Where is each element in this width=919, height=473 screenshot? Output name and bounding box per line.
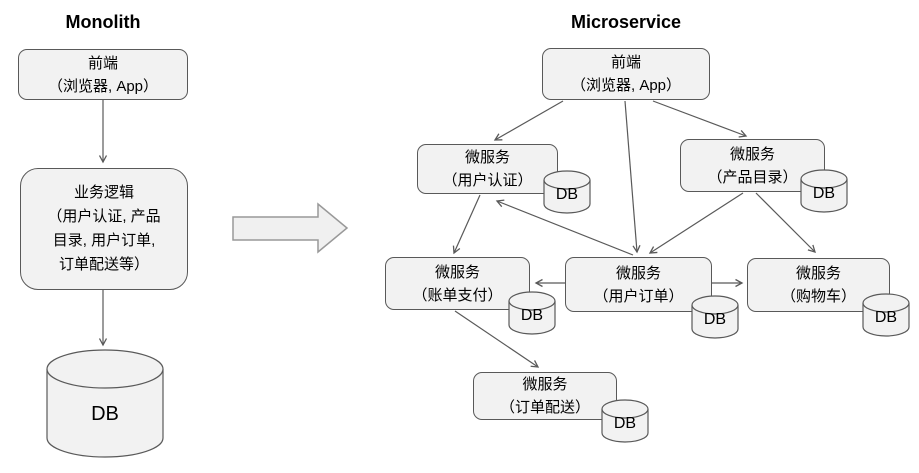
catalog-db-cylinder — [800, 169, 848, 213]
microservice-frontend-label: 前端 — [610, 54, 641, 71]
microservice-frontend-sublabel: （浏览器, App） — [570, 77, 682, 94]
arrow-billing-to-shipping — [454, 310, 540, 368]
service-cart-sublabel: （购物车） — [780, 288, 856, 305]
service-box-auth: 微服务 （用户认证） — [417, 144, 558, 194]
monolith-to-microservice-block-arrow — [232, 202, 349, 254]
orders-db-cylinder — [691, 295, 739, 339]
microservice-frontend-box: 前端 （浏览器, App） — [542, 48, 710, 100]
service-orders-sublabel: （用户订单） — [593, 287, 684, 305]
arrow-frontend-to-auth — [493, 100, 564, 141]
monolith-logic-detail-3: 订单配送等） — [58, 256, 149, 273]
service-catalog-sublabel: （产品目录） — [707, 168, 798, 186]
monolith-frontend-sublabel: （浏览器, App） — [47, 77, 159, 95]
arrow-auth-to-billing — [452, 194, 481, 255]
shipping-db-cylinder — [601, 399, 649, 443]
orders-db-label: DB — [703, 311, 727, 328]
monolith-logic-detail-2: 目录, 用户订单, — [52, 232, 156, 249]
service-auth-label: 微服务 — [464, 149, 510, 166]
service-shipping-sublabel: （订单配送） — [499, 399, 590, 416]
service-box-orders: 微服务 （用户订单） — [565, 257, 712, 312]
service-box-billing: 微服务 （账单支付） — [385, 257, 530, 310]
catalog-db-label: DB — [812, 185, 836, 202]
billing-db-label: DB — [520, 307, 544, 324]
monolith-db-label: DB — [91, 403, 119, 425]
monolith-title: Monolith — [65, 12, 141, 32]
billing-db-cylinder — [508, 291, 556, 335]
arrow-orders-to-auth — [495, 199, 634, 256]
arrow-frontend-to-orders — [624, 100, 641, 254]
monolith-frontend-box: 前端 （浏览器, App） — [18, 49, 188, 100]
service-billing-label: 微服务 — [434, 263, 480, 281]
auth-db-label: DB — [555, 186, 579, 203]
cart-db-cylinder — [862, 293, 910, 337]
service-shipping-label: 微服务 — [522, 376, 568, 393]
service-orders-label: 微服务 — [615, 264, 661, 282]
service-auth-sublabel: （用户认证） — [442, 172, 533, 189]
cart-db-label: DB — [874, 309, 898, 326]
microservice-title: Microservice — [570, 12, 682, 32]
service-billing-sublabel: （账单支付） — [412, 286, 503, 304]
monolith-db-cylinder — [46, 349, 164, 458]
monolith-logic-detail-1: （用户认证, 产品 — [47, 208, 161, 225]
arrow-catalog-to-cart — [755, 192, 816, 253]
arrow-catalog-to-orders — [648, 192, 744, 254]
monolith-logic-label: 业务逻辑 — [73, 184, 134, 201]
service-box-shipping: 微服务 （订单配送） — [473, 372, 617, 420]
service-box-catalog: 微服务 （产品目录） — [680, 139, 825, 192]
monolith-frontend-label: 前端 — [87, 54, 118, 72]
arrow-frontend-to-catalog — [652, 100, 748, 138]
service-cart-label: 微服务 — [795, 265, 841, 282]
shipping-db-label: DB — [613, 415, 637, 432]
auth-db-cylinder — [543, 170, 591, 214]
service-catalog-label: 微服务 — [729, 145, 775, 163]
monolith-logic-box: 业务逻辑 （用户认证, 产品 目录, 用户订单, 订单配送等） — [20, 168, 188, 290]
